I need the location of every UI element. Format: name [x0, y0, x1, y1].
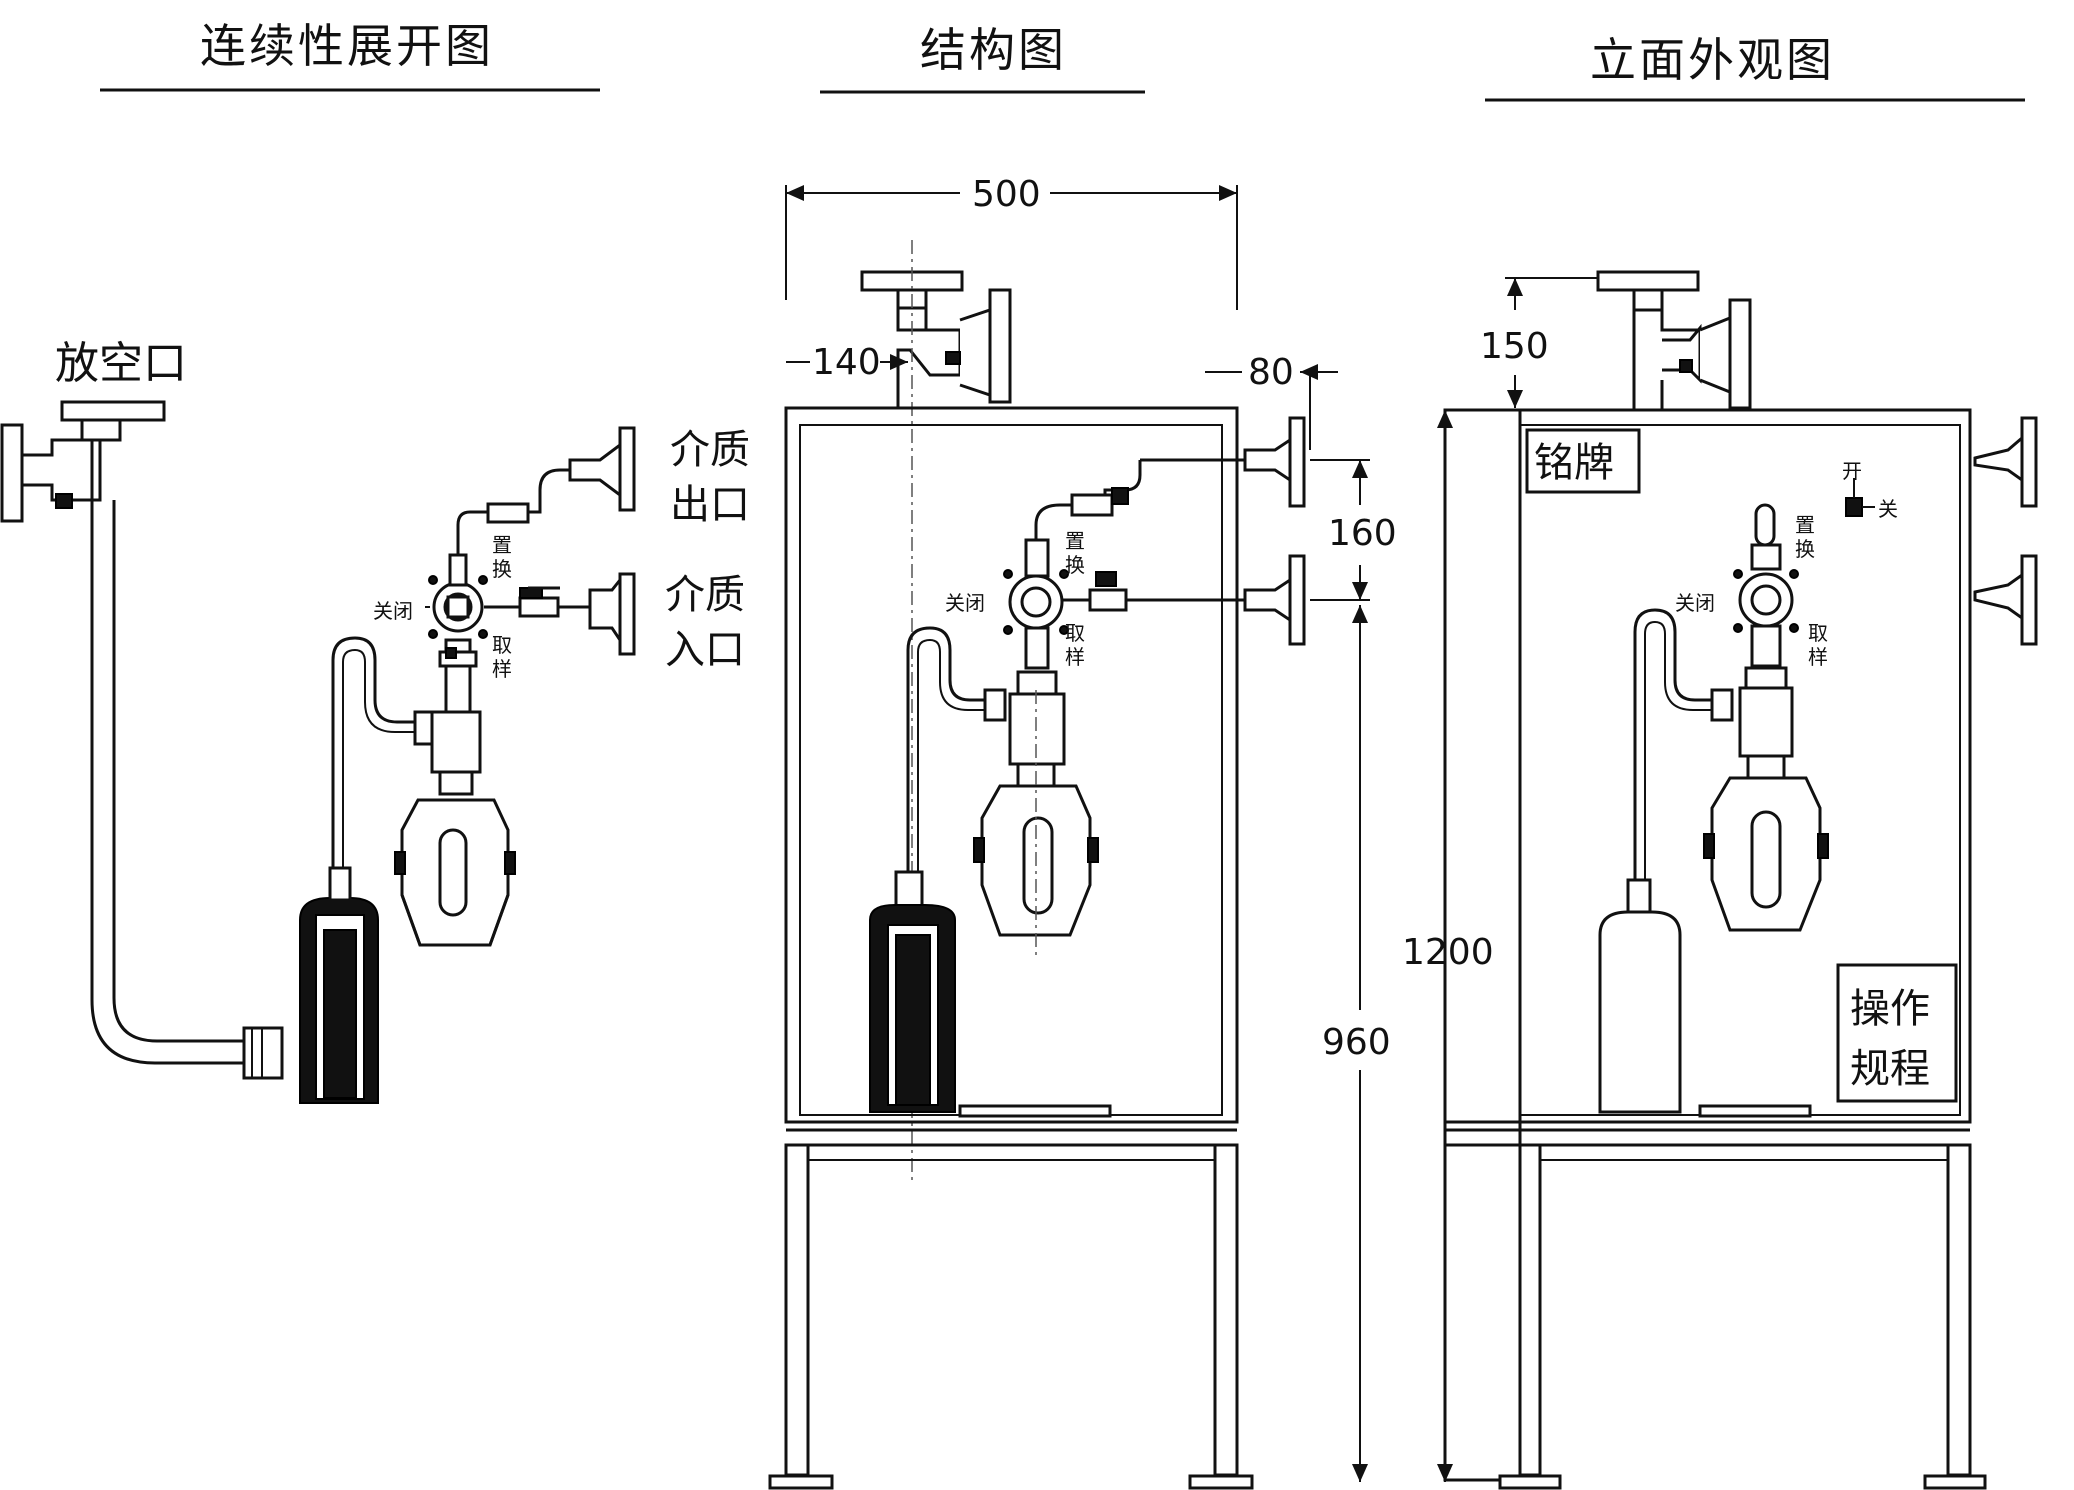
procedure-text-1: 操作 — [1850, 986, 1930, 1032]
vent-top-structure — [860, 240, 1012, 1180]
sampling-bottle-left — [394, 710, 516, 947]
title-continuous-group: 连续性展开图 — [100, 19, 600, 92]
dim-total-height-text: 1200 — [1402, 932, 1494, 973]
continuous-view: 放空口 — [0, 338, 750, 1104]
sampling-bottle-elevation — [1703, 686, 1829, 932]
return-tube-structure — [906, 626, 1007, 880]
label-sample-structure-1: 取 — [1065, 621, 1085, 645]
label-medium-in-1: 介质 — [665, 572, 745, 618]
nameplate: 铭牌 — [1525, 428, 1641, 494]
label-sample-left-2: 样 — [492, 657, 512, 681]
dim-vent-height-text: 150 — [1480, 326, 1549, 367]
ports-structure — [1140, 416, 1306, 646]
label-replace-left-2: 换 — [492, 557, 512, 581]
piping-structure — [1003, 460, 1245, 696]
filter-cylinder-structure — [869, 870, 956, 1113]
dimension-ports-height: 160 960 — [1310, 459, 1397, 1482]
valve-assembly-left — [425, 426, 636, 714]
dimension-width: 500 — [785, 174, 1238, 310]
label-replace-elevation-1: 置 — [1795, 513, 1815, 537]
title-structure: 结构图 — [920, 23, 1067, 77]
label-sample-left-1: 取 — [492, 633, 512, 657]
label-close-structure: 关闭 — [945, 591, 985, 615]
dimension-total-height: 1200 — [1402, 410, 1494, 1482]
label-sample-structure-2: 样 — [1065, 645, 1085, 669]
dim-offset-left-text: 140 — [812, 342, 881, 383]
dim-width-text: 500 — [972, 174, 1041, 215]
title-structure-group: 结构图 — [820, 23, 1145, 94]
title-elevation: 立面外观图 — [1590, 33, 1835, 87]
label-replace-left-1: 置 — [492, 533, 512, 557]
label-close-short-elevation: 关 — [1878, 497, 1898, 521]
valve-assembly-elevation — [1733, 478, 1875, 690]
vent-flange — [0, 400, 166, 523]
dim-port-spacing-text: 160 — [1328, 513, 1397, 554]
ports-elevation — [1973, 416, 2038, 646]
procedure-text-2: 规程 — [1850, 1046, 1930, 1092]
frame-structure — [768, 406, 1254, 1490]
label-replace-structure-1: 置 — [1065, 529, 1085, 553]
label-medium-in-2: 入口 — [665, 627, 745, 673]
label-sample-elevation-1: 取 — [1808, 621, 1828, 645]
title-elevation-group: 立面外观图 — [1485, 33, 2025, 102]
sampling-bottle-structure — [973, 690, 1099, 960]
dim-offset-right-text: 80 — [1248, 352, 1294, 393]
label-medium-out-1: 介质 — [670, 427, 750, 473]
nameplate-text: 铭牌 — [1534, 440, 1614, 486]
label-medium-out-2: 出口 — [670, 482, 750, 528]
procedure-plate: 操作 规程 — [1836, 963, 1958, 1103]
dim-port-height-text: 960 — [1322, 1022, 1391, 1063]
return-tube-elevation — [1633, 608, 1734, 885]
vent-top-elevation — [1596, 270, 1752, 410]
label-sample-elevation-2: 样 — [1808, 645, 1828, 669]
filter-cylinder-elevation — [1598, 878, 1682, 1114]
structure-view: 500 140 80 160 960 — [768, 174, 1397, 1490]
label-close-left: 关闭 — [373, 599, 413, 623]
dimension-offset-right: 80 — [1205, 352, 1338, 450]
title-continuous: 连续性展开图 — [200, 19, 494, 73]
label-open-elevation: 开 — [1842, 459, 1862, 483]
filter-cylinder-left — [299, 866, 379, 1104]
label-close-elevation: 关闭 — [1675, 591, 1715, 615]
elevation-view: 150 1200 — [1402, 270, 2038, 1490]
label-vent: 放空口 — [55, 338, 187, 389]
label-replace-elevation-2: 换 — [1795, 537, 1815, 561]
dimension-offset-left: 140 — [786, 342, 908, 383]
dimension-vent-height: 150 — [1480, 277, 1625, 408]
vent-pipe — [90, 440, 284, 1080]
label-replace-structure-2: 换 — [1065, 553, 1085, 577]
frame-elevation — [1443, 408, 1987, 1490]
